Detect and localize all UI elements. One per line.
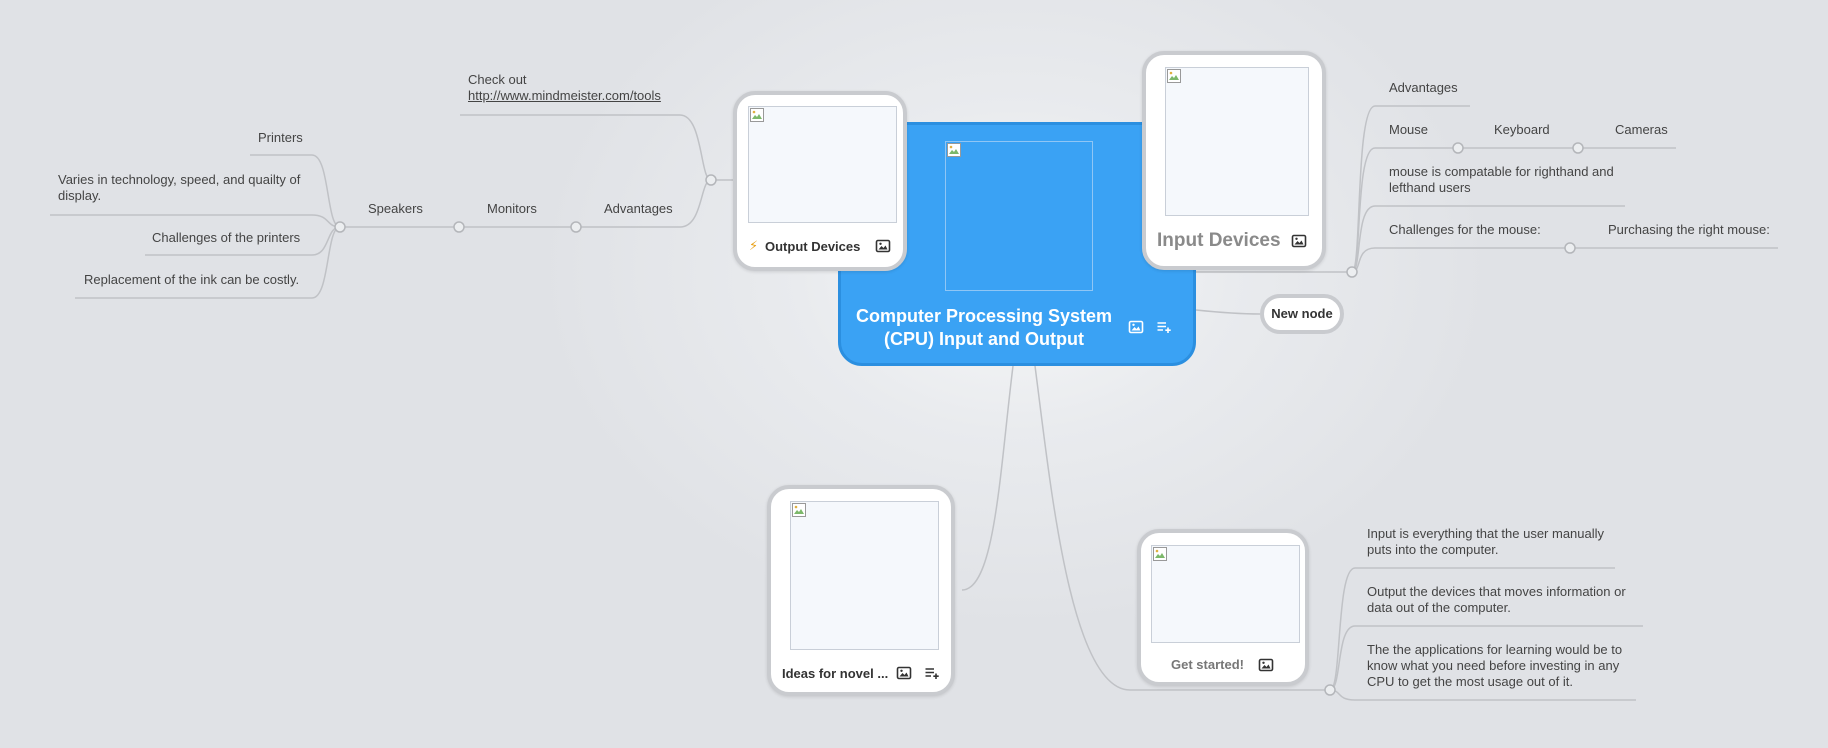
output-advantages-label[interactable]: Advantages — [604, 201, 673, 216]
central-title-line1: Computer Processing System — [855, 306, 1113, 326]
input-devices-title[interactable]: Input Devices — [1157, 230, 1281, 251]
ink-cost-label[interactable]: Replacement of the ink can be costly. — [84, 272, 300, 287]
image-icon[interactable] — [1291, 233, 1307, 249]
image-icon[interactable] — [896, 665, 912, 681]
input-devices-node[interactable]: Input Devices — [1142, 51, 1326, 270]
mouse-compatible-label[interactable]: mouse is compatable for righthand and le… — [1389, 164, 1614, 195]
input-advantages-label[interactable]: Advantages — [1389, 80, 1458, 95]
broken-image-icon — [792, 503, 806, 517]
input-definition-label[interactable]: Input is everything that the user manual… — [1367, 526, 1605, 557]
check-out-text: Check out — [468, 72, 527, 87]
central-title-line2: (CPU) Input and Output — [884, 329, 1084, 349]
image-icon[interactable] — [1128, 319, 1144, 335]
broken-image-icon — [947, 143, 961, 157]
central-topic-title[interactable]: Computer Processing System (CPU) Input a… — [851, 305, 1117, 351]
output-definition-label[interactable]: Output the devices that moves informatio… — [1367, 584, 1626, 615]
lightning-icon: ⚡ — [749, 238, 759, 253]
output-devices-image-placeholder — [748, 106, 897, 223]
mindmeister-link[interactable]: http://www.mindmeister.com/tools — [468, 88, 661, 104]
image-icon[interactable] — [875, 238, 891, 254]
image-icon[interactable] — [1258, 657, 1274, 673]
get-started-title[interactable]: Get started! — [1171, 657, 1244, 672]
broken-image-icon — [1167, 69, 1181, 83]
input-devices-image-placeholder — [1165, 67, 1309, 216]
ideas-title[interactable]: Ideas for novel ... — [782, 666, 889, 681]
get-started-image-placeholder — [1151, 545, 1300, 643]
applications-label[interactable]: The the applications for learning would … — [1367, 642, 1623, 689]
output-devices-node[interactable]: ⚡ Output Devices — [733, 91, 907, 271]
varies-label[interactable]: Varies in technology, speed, and quailty… — [58, 172, 301, 203]
ideas-node[interactable]: Ideas for novel ... — [767, 485, 955, 696]
add-note-icon[interactable] — [924, 665, 940, 681]
broken-image-icon — [1153, 547, 1167, 561]
get-started-node[interactable]: Get started! — [1137, 529, 1309, 686]
output-devices-title[interactable]: Output Devices — [765, 239, 861, 254]
monitors-label[interactable]: Monitors — [487, 201, 537, 216]
broken-image-icon — [750, 108, 764, 122]
add-note-icon[interactable] — [1156, 319, 1172, 335]
keyboard-label[interactable]: Keyboard — [1494, 122, 1550, 137]
mouse-label[interactable]: Mouse — [1389, 122, 1429, 137]
mouse-challenges-label[interactable]: Challenges for the mouse: — [1389, 222, 1541, 237]
printers-label[interactable]: Printers — [258, 130, 303, 145]
new-node[interactable]: New node — [1260, 294, 1344, 334]
central-image-placeholder — [945, 141, 1093, 291]
purchasing-mouse-label[interactable]: Purchasing the right mouse: — [1608, 222, 1770, 237]
speakers-label[interactable]: Speakers — [368, 201, 423, 216]
cameras-label[interactable]: Cameras — [1615, 122, 1668, 137]
ideas-image-placeholder — [790, 501, 939, 650]
printer-challenges-label[interactable]: Challenges of the printers — [152, 230, 301, 245]
mindmeister-link-anchor[interactable]: http://www.mindmeister.com/tools — [468, 88, 661, 103]
